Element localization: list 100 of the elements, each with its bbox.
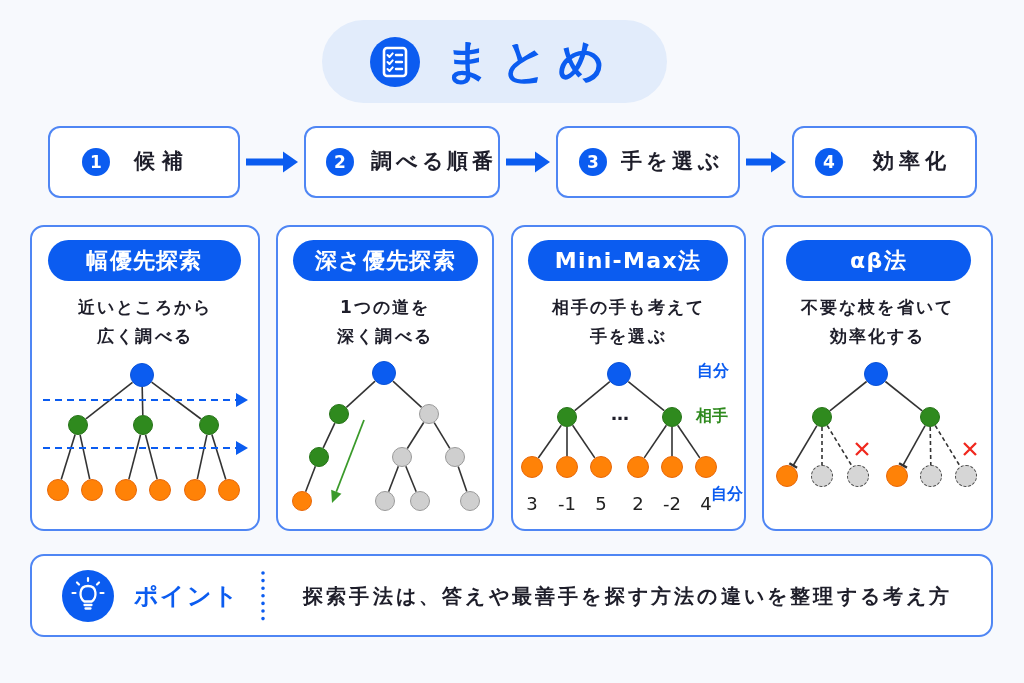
step-number: 3 [579,148,607,176]
leaf-value: -1 [558,493,576,515]
method-card [30,225,260,531]
step-label: 手を選ぶ [621,149,724,175]
step-number: 4 [815,148,843,176]
tree-node [133,415,153,435]
tree-node [521,456,543,478]
connector-line [457,465,468,493]
tree-node [292,491,312,511]
step-box [556,126,740,198]
title-text: まとめ [444,34,616,90]
level-label: 相手 [696,406,728,426]
tree-node [590,456,612,478]
tree-node [309,447,329,467]
method-heading: Mini-Max法 [528,240,728,281]
connector-line [405,465,417,493]
connector-line [406,421,425,450]
connector-line [322,422,336,449]
connector-line [643,424,668,459]
tree-node [607,362,631,386]
tree-node [627,456,649,478]
connector-line [150,381,202,420]
tree-node [47,479,69,501]
connector-line [671,426,673,457]
step-label: 調べる順番 [371,149,497,175]
connector-line [934,424,962,468]
connector-line [387,465,400,493]
tree-node [81,479,103,501]
connector-line [571,424,596,459]
tree-node [556,456,578,478]
step-box [48,126,240,198]
connector-line [60,433,76,481]
connector-line [573,380,611,412]
description-text: 近いところから広く調べる [77,296,213,348]
connector-line [537,424,563,459]
connector-line [141,386,144,416]
level-label: 自分 [711,484,743,504]
tree-node [68,415,88,435]
tree-node [955,465,977,487]
tree-node [662,407,682,427]
tree-node [130,363,154,387]
tree-node [811,465,833,487]
tree-node [776,465,798,487]
point-bar [30,554,993,637]
tree-node [372,361,396,385]
connector-line [196,434,208,480]
method-heading: αβ法 [786,240,971,281]
tree-node [375,491,395,511]
leaf-value: 3 [526,493,538,515]
connector-line [929,426,932,466]
step-number: 1 [82,148,110,176]
tree-node [920,465,942,487]
leaf-value: 2 [632,493,644,515]
connector-line [788,424,818,469]
tree-node [920,407,940,427]
method-card [762,225,993,531]
connector-line [627,380,665,412]
tree-node [199,415,219,435]
connector-line [898,424,926,469]
tree-node [184,479,206,501]
tree-node [445,447,465,467]
ellipsis: … [611,403,629,425]
connector-line [433,421,451,450]
level-label: 自分 [697,361,729,381]
method-heading: 深さ優先探索 [293,240,478,281]
connector-line [829,380,868,412]
tree-node [886,465,908,487]
description-text: 相手の手も考えて手を選ぶ [550,296,706,348]
tree-node [218,479,240,501]
tree-node [460,491,480,511]
tree-node [864,362,888,386]
connector-line [392,380,423,409]
tree-node [812,407,832,427]
connector-line [821,426,823,466]
connector-line [144,433,158,481]
point-heading: ポイント [134,581,240,610]
step-box [304,126,500,198]
method-card [511,225,746,531]
tree-node [392,447,412,467]
leaf-value: 5 [595,493,607,515]
method-card [276,225,494,531]
leaf-value: 4 [700,493,712,515]
step-label: 効率化 [873,149,952,175]
point-text: 探索手法は、答えや最善手を探す方法の違いを整理する考え方 [303,583,953,608]
connector-line [79,434,91,480]
tree-node [847,465,869,487]
description-text: 不要な枝を省いて効率化する [800,296,955,348]
connector-line [128,433,142,481]
connector-line [211,433,227,481]
connector-line [826,424,854,468]
tree-node [661,456,683,478]
tree-node [149,479,171,501]
tree-node [695,456,717,478]
method-heading: 幅優先探索 [48,240,241,281]
tree-node [115,479,137,501]
tree-node [557,407,577,427]
step-number: 2 [326,148,354,176]
leaf-value: -2 [663,493,681,515]
step-box [792,126,977,198]
connector-line [884,380,923,412]
